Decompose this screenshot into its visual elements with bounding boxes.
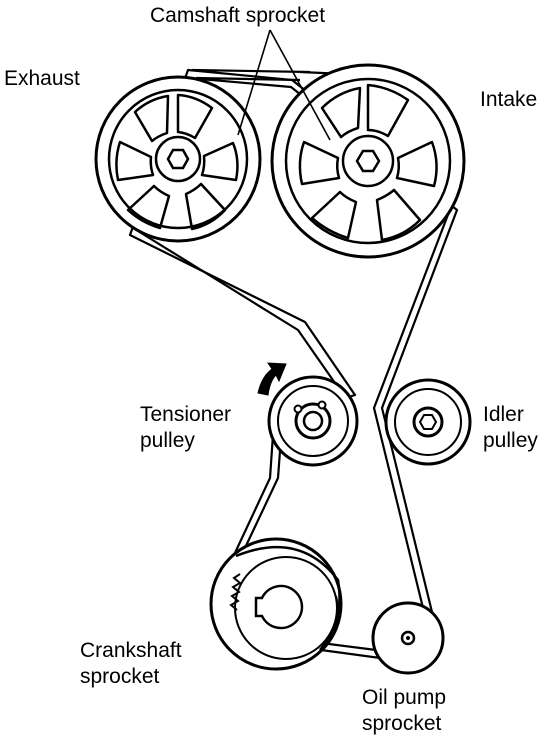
crankshaft-label-line1: Crankshaft: [80, 639, 182, 662]
oil-pump-label-line1: Oil pump: [362, 686, 446, 709]
exhaust-bolt-head: [166, 148, 190, 170]
intake-sprocket-spokes: [298, 83, 438, 242]
oil-pump-label-line2: sprocket: [362, 712, 442, 735]
intake-label: Intake: [480, 88, 537, 111]
tensioner-label-line1: Tensioner: [140, 403, 231, 426]
intake-camshaft-sprocket: [270, 63, 466, 259]
idler-label-line1: Idler: [483, 403, 524, 426]
intake-bolt-head: [355, 149, 381, 173]
exhaust-camshaft-sprocket: [94, 75, 262, 243]
crankshaft-teeth: [229, 573, 242, 611]
oil-pump-sprocket: [371, 601, 445, 675]
crankshaft-sprocket: [209, 537, 343, 671]
idler-bolt-head: [418, 414, 438, 430]
exhaust-label: Exhaust: [4, 67, 80, 90]
idler-pulley: [384, 378, 472, 466]
tensioner-label-line2: pulley: [140, 429, 195, 452]
camshaft-leader-lines: [237, 29, 331, 141]
crankshaft-bore-keyway: [254, 584, 304, 630]
tensioner-pulley: [267, 375, 359, 467]
idler-label-line2: pulley: [483, 429, 538, 452]
exhaust-sprocket-spokes: [115, 93, 239, 231]
rotation-direction-arrow: [257, 362, 287, 396]
camshaft-sprocket-label: Camshaft sprocket: [150, 4, 325, 27]
crankshaft-label-line2: sprocket: [80, 665, 160, 688]
